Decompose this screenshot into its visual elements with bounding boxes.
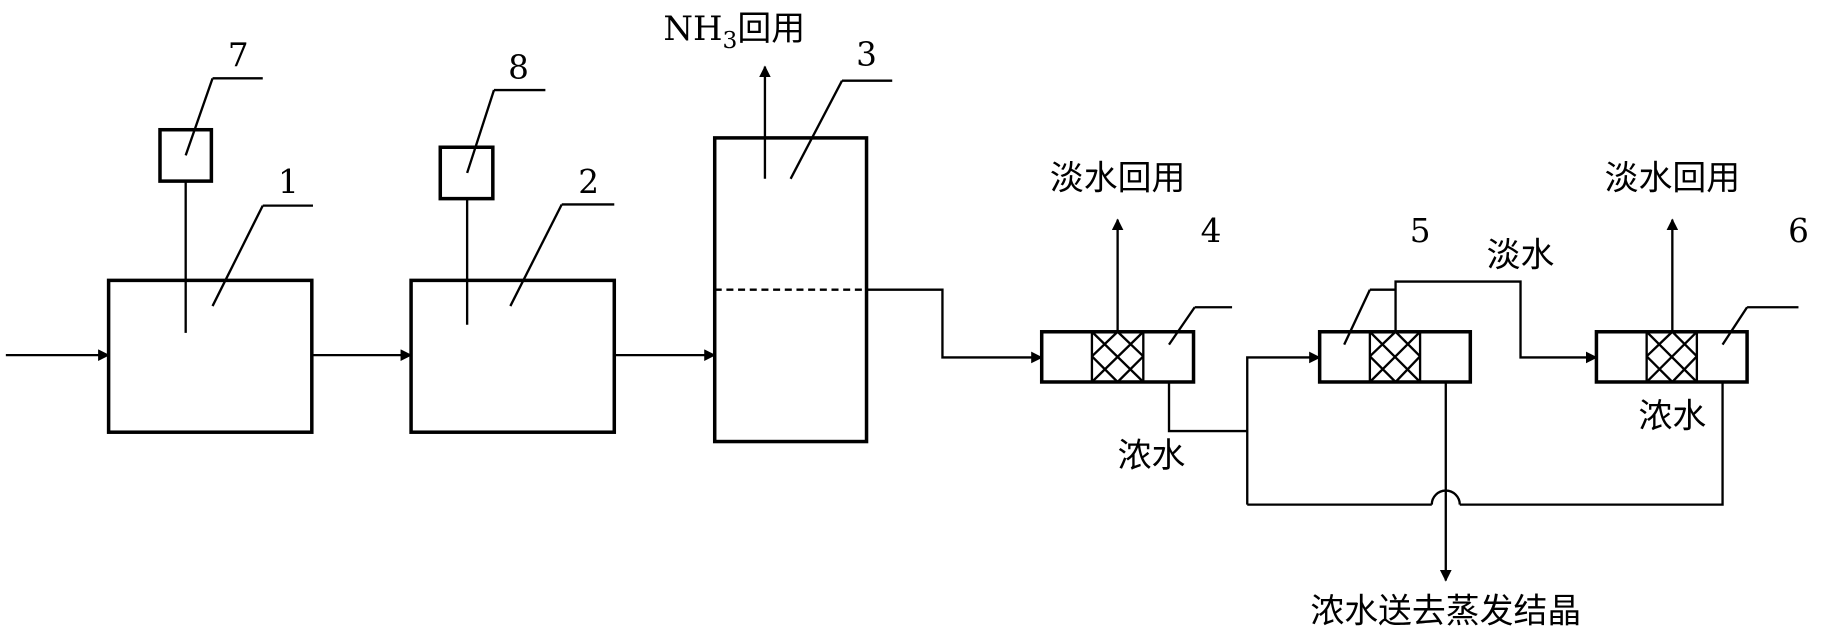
evaporation-label: 浓水送去蒸发结晶	[1310, 592, 1581, 631]
callout-3: 3	[856, 35, 877, 73]
unit-5-fresh-line	[1394, 280, 1598, 364]
leader-8	[466, 89, 496, 174]
leader-4	[1168, 306, 1196, 346]
unit-4-concentrate-label: 浓水	[1118, 436, 1186, 475]
nh3-reuse-label: NH3回用	[663, 9, 805, 54]
leader-6	[1721, 306, 1749, 346]
recycle-to-unit-5	[1246, 351, 1321, 505]
tank-1	[106, 278, 314, 434]
unit-4-concentrate-line	[1167, 381, 1248, 433]
unit-5-fresh-water-label: 淡水	[1487, 235, 1555, 274]
callout-5: 5	[1410, 212, 1431, 250]
callout-2: 2	[578, 163, 599, 201]
tank-2	[409, 278, 617, 434]
leader-7	[184, 77, 214, 156]
leader-3	[789, 80, 844, 180]
unit-6-membrane-hatch	[1645, 330, 1698, 383]
unit-6-concentrate-label: 浓水	[1638, 397, 1706, 436]
unit-6-fresh-water-reuse-label: 淡水回用	[1605, 158, 1740, 197]
leader-5	[1343, 289, 1371, 346]
leader-2	[509, 203, 563, 307]
doser-8	[438, 145, 495, 201]
callout-1: 1	[278, 163, 299, 201]
unit-4-fresh-water-reuse-label: 淡水回用	[1050, 158, 1185, 197]
callout-7: 7	[228, 37, 249, 75]
unit-6-concentrate-return	[1459, 381, 1724, 506]
leader-1	[211, 205, 264, 307]
crossover-hop	[1430, 489, 1461, 505]
flow-3-to-4	[866, 288, 1043, 364]
callout-8: 8	[508, 48, 529, 86]
callout-6: 6	[1788, 212, 1809, 250]
unit-4-membrane-hatch	[1091, 330, 1145, 383]
unit-5-membrane-hatch	[1369, 330, 1421, 383]
callout-4: 4	[1201, 212, 1222, 250]
